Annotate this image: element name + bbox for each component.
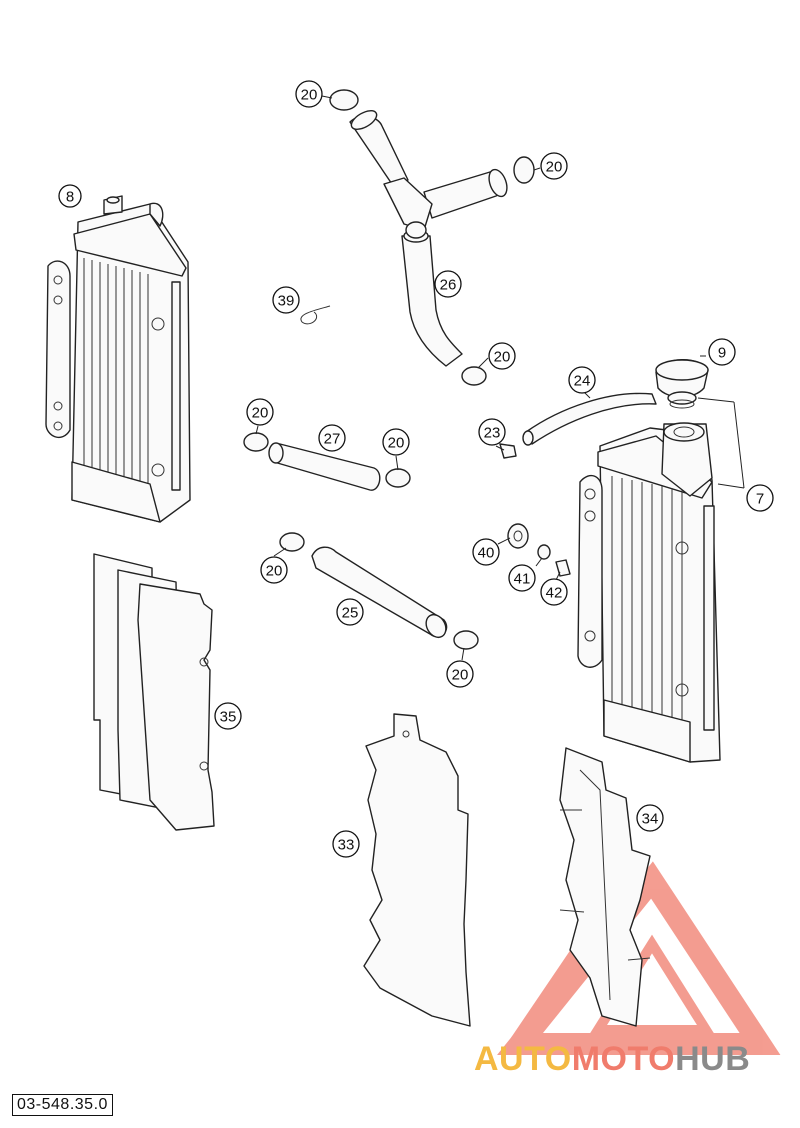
fitting-23 — [499, 443, 517, 459]
svg-text:34: 34 — [642, 811, 659, 828]
svg-text:8: 8 — [66, 189, 74, 206]
svg-text:42: 42 — [546, 585, 563, 602]
callout-27: 27 — [318, 424, 346, 452]
svg-text:20: 20 — [252, 405, 269, 422]
watermark-brand: AUTOMOTOHUB — [474, 1040, 750, 1079]
svg-text:20: 20 — [494, 349, 511, 366]
svg-text:20: 20 — [301, 87, 318, 104]
callout-24: 24 — [568, 366, 596, 394]
svg-text:40: 40 — [478, 545, 495, 562]
callout-8: 8 — [58, 184, 82, 208]
callout-20-mid: 20 — [488, 342, 516, 370]
svg-text:39: 39 — [278, 293, 295, 310]
callout-39: 39 — [272, 286, 300, 314]
right-radiator — [577, 422, 721, 763]
svg-text:23: 23 — [484, 425, 501, 442]
spring-clip — [300, 305, 331, 325]
svg-text:24: 24 — [574, 373, 591, 390]
svg-text:25: 25 — [342, 605, 359, 622]
svg-text:20: 20 — [546, 159, 563, 176]
center-radiator-cover — [363, 713, 471, 1027]
svg-text:20: 20 — [452, 667, 469, 684]
left-radiator — [45, 195, 191, 523]
callout-42: 42 — [540, 578, 568, 606]
svg-text:27: 27 — [324, 431, 341, 448]
svg-text:41: 41 — [514, 571, 531, 588]
callout-40: 40 — [472, 538, 500, 566]
leader-lines — [255, 95, 745, 661]
brand-moto: MOTO — [571, 1040, 676, 1078]
hose-27 — [268, 442, 381, 491]
callout-23: 23 — [478, 418, 506, 446]
callout-20-center: 20 — [382, 428, 410, 456]
callout-35: 35 — [214, 702, 242, 730]
drawing-code-label: 03-548.35.0 — [12, 1094, 113, 1116]
svg-text:33: 33 — [338, 837, 355, 854]
callout-9: 9 — [708, 338, 736, 366]
callout-20-left: 20 — [246, 398, 274, 426]
hose-25 — [311, 546, 448, 639]
svg-text:26: 26 — [440, 277, 457, 294]
svg-text:20: 20 — [266, 563, 283, 580]
callout-41: 41 — [508, 564, 536, 592]
mounting-hardware — [507, 523, 571, 577]
callout-7: 7 — [746, 484, 774, 512]
left-radiator-cover — [93, 553, 215, 831]
brand-hub: HUB — [675, 1040, 751, 1078]
callout-26: 26 — [434, 270, 462, 298]
svg-text:20: 20 — [388, 435, 405, 452]
y-hose — [349, 110, 508, 367]
radiator-cap — [655, 359, 709, 409]
overflow-hose-24 — [522, 392, 657, 446]
callout-33: 33 — [332, 830, 360, 858]
callout-20-top-right: 20 — [540, 152, 568, 180]
svg-text:9: 9 — [718, 345, 726, 362]
callout-20-lower-right: 20 — [446, 660, 474, 688]
right-radiator-cover — [559, 747, 651, 1027]
brand-auto: AUTO — [474, 1040, 572, 1078]
svg-text:35: 35 — [220, 709, 237, 726]
callout-20-top: 20 — [295, 80, 323, 108]
callout-34: 34 — [636, 804, 664, 832]
callout-25: 25 — [336, 598, 364, 626]
svg-text:7: 7 — [756, 491, 764, 508]
callout-20-lower-left: 20 — [260, 556, 288, 584]
